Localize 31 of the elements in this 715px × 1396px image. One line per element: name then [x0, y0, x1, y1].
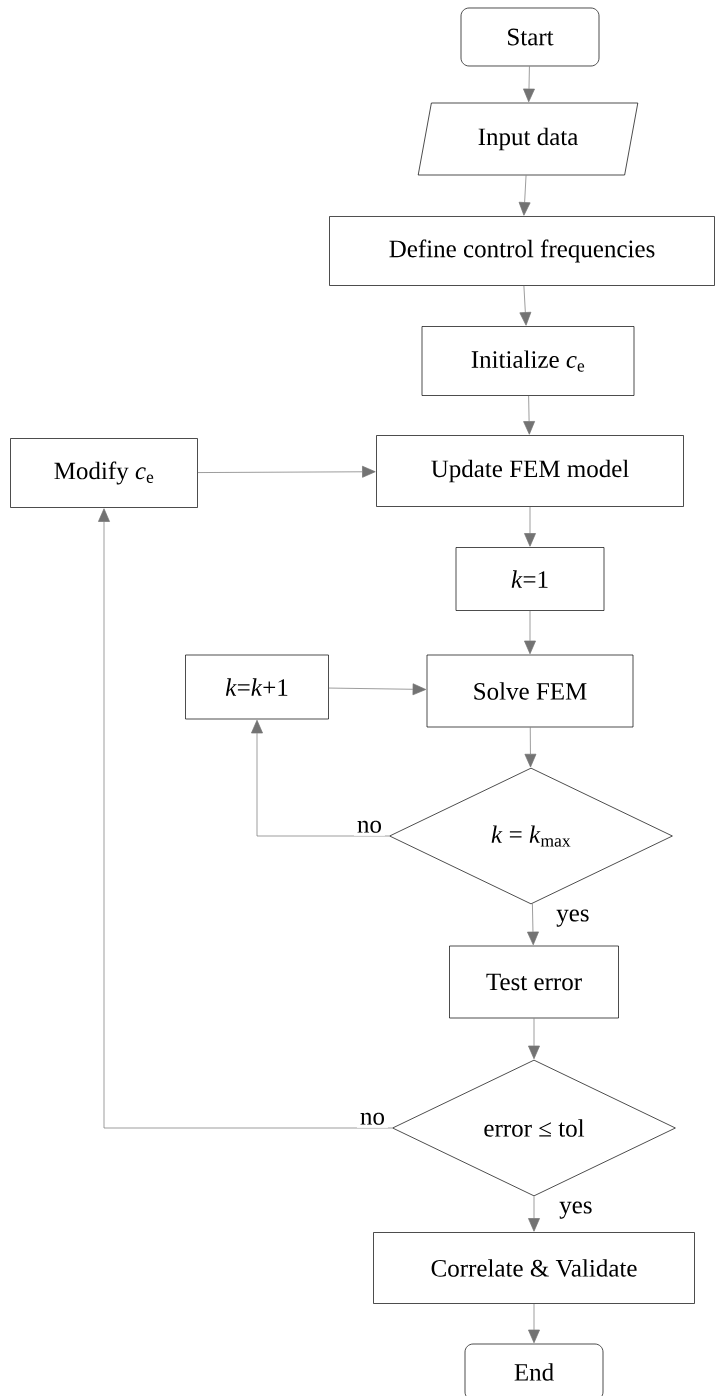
terminal-box: Start: [460, 7, 600, 67]
arrow: [524, 610, 536, 655]
process-box: Solve FEM: [426, 654, 634, 728]
arrow: [328, 683, 427, 696]
arrow: [523, 395, 535, 435]
arrow: [528, 1196, 540, 1232]
arrow: [251, 719, 390, 837]
edge-label: yes: [553, 906, 593, 930]
terminal-box: End: [464, 1343, 604, 1396]
arrow: [523, 66, 535, 103]
process-box: k=1: [455, 547, 605, 611]
process-box: Test error: [449, 945, 619, 1019]
arrow: [524, 506, 536, 547]
process-box: Define control frequencies: [329, 216, 715, 286]
arrow: [197, 465, 376, 478]
edge-label: no: [353, 817, 385, 836]
arrow: [528, 1303, 540, 1344]
process-box: Correlate & Validate: [373, 1232, 695, 1304]
process-box: Update FEM model: [376, 435, 684, 507]
process-box: k=k+1: [185, 654, 329, 720]
process-box: Initialize c$_{e}$: [421, 326, 635, 396]
arrow: [518, 175, 531, 216]
arrow: [527, 903, 539, 946]
process-box: Modify c$_{e}$: [10, 438, 198, 508]
arrow: [519, 285, 532, 326]
input-parallelogram: Input data: [417, 102, 639, 176]
arrow: [98, 508, 393, 1129]
arrow: [528, 1018, 540, 1060]
edge-label: no: [356, 1109, 388, 1128]
arrow: [524, 727, 537, 768]
edge-label: yes: [556, 1198, 596, 1222]
